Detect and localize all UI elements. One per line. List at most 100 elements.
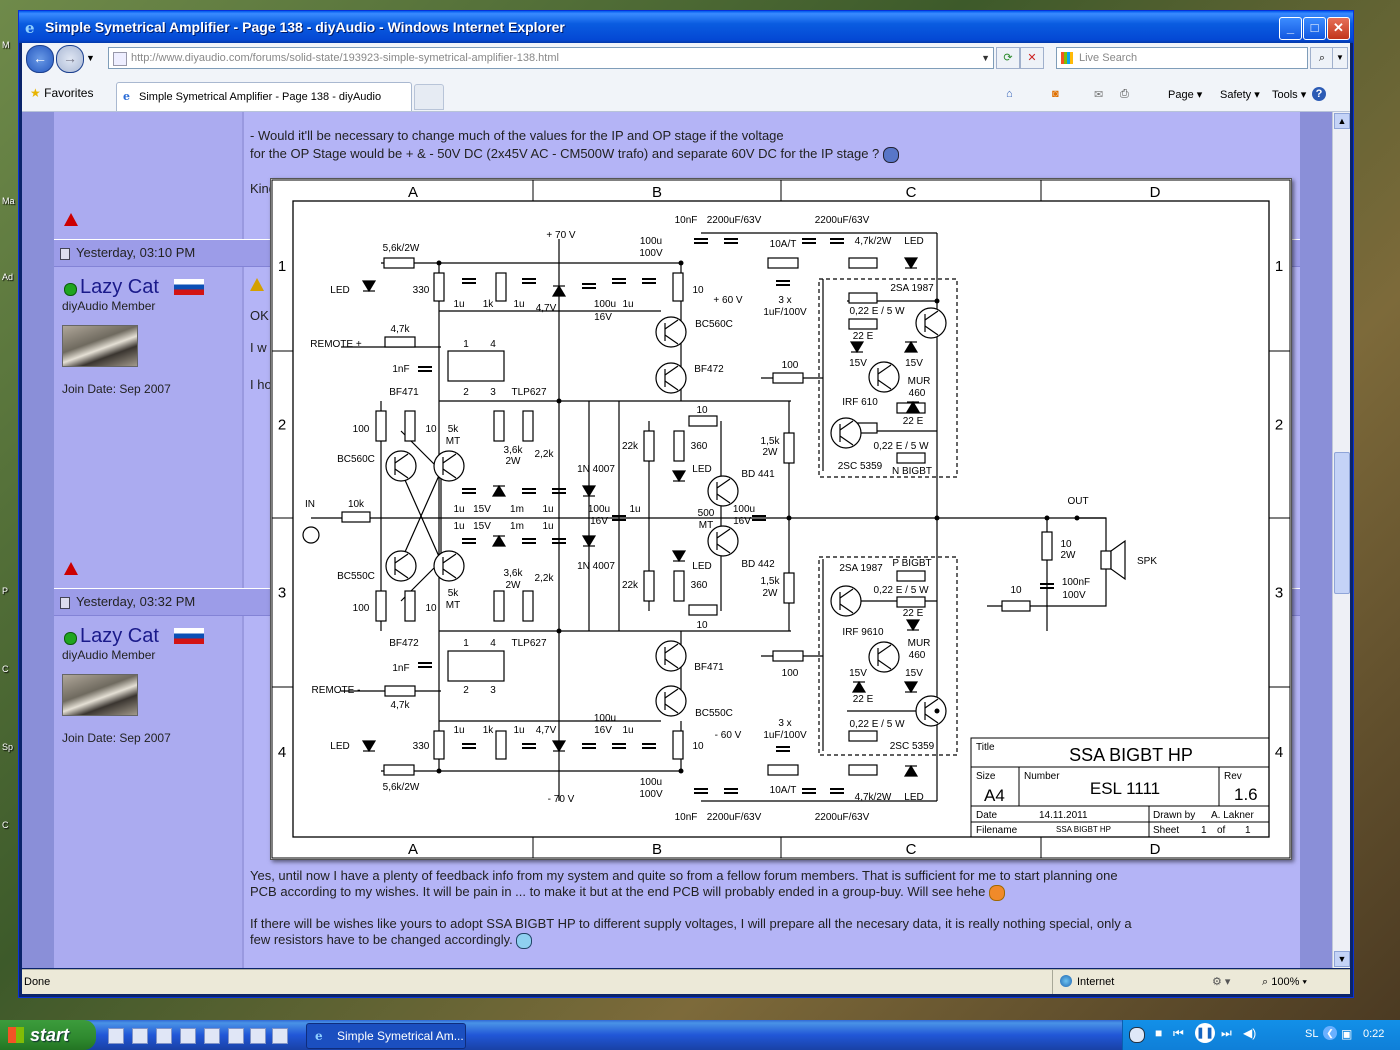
component-label: 2W: [506, 456, 522, 467]
transistor: [868, 641, 900, 673]
username-link[interactable]: Lazy Cat: [80, 625, 159, 647]
quicklaunch-app-icon[interactable]: [156, 1028, 172, 1044]
stop-icon[interactable]: ✕: [1020, 47, 1044, 69]
report-post-icon[interactable]: [64, 213, 78, 226]
component-label: 15V: [849, 358, 867, 369]
component-label: 2W: [1061, 550, 1077, 561]
minimize-button[interactable]: _: [1279, 17, 1302, 40]
avatar[interactable]: [62, 325, 138, 367]
network-icon[interactable]: ▣: [1341, 1027, 1353, 1041]
component-label: 1u: [622, 725, 633, 736]
favorites-button[interactable]: ★ Favorites: [30, 86, 93, 100]
scrollbar-thumb[interactable]: [1334, 452, 1350, 594]
scroll-up-icon[interactable]: ▲: [1334, 113, 1350, 129]
next-track-icon[interactable]: ⏭: [1221, 1026, 1232, 1040]
stop-media-icon[interactable]: ■: [1155, 1026, 1163, 1040]
schematic-title: SSA BIGBT HP: [1069, 745, 1193, 765]
component-label: TLP627: [511, 638, 546, 649]
transistor: [385, 550, 417, 582]
date-value: 14.11.2011: [1039, 810, 1088, 821]
close-button[interactable]: ✕: [1327, 17, 1350, 40]
title-bar[interactable]: e Simple Symetrical Amplifier - Page 138…: [19, 11, 1353, 43]
search-button-icon[interactable]: ⌕: [1310, 47, 1334, 69]
quicklaunch-folder-icon[interactable]: [132, 1028, 148, 1044]
safety-menu[interactable]: Safety ▾: [1220, 89, 1260, 101]
refresh-icon[interactable]: ⟳: [996, 47, 1020, 69]
desktop-icon[interactable]: Ma: [2, 196, 15, 206]
tools-menu[interactable]: Tools ▾: [1272, 89, 1307, 101]
component-label: LED: [330, 285, 349, 296]
post-text: I ho: [250, 377, 272, 392]
media-player-icon[interactable]: [1129, 1027, 1145, 1043]
desktop-icon[interactable]: C: [2, 664, 9, 674]
post-text: If there will be wishes like yours to ad…: [250, 916, 1132, 931]
transistor-lead: [716, 493, 731, 504]
zoom-level[interactable]: ⌕ 100% ▾: [1262, 976, 1308, 988]
help-icon[interactable]: ?: [1312, 87, 1326, 101]
size-value: A4: [984, 786, 1005, 805]
tray-expand-icon[interactable]: ❮: [1323, 1026, 1337, 1040]
quicklaunch-app-icon[interactable]: [180, 1028, 196, 1044]
volume-icon[interactable]: ◀): [1243, 1026, 1257, 1040]
language-indicator[interactable]: SL: [1305, 1028, 1319, 1040]
component-label: 3: [490, 387, 496, 398]
column-divider: [242, 112, 244, 968]
recent-pages-dropdown-icon[interactable]: ▼: [86, 53, 95, 63]
address-url[interactable]: http://www.diyaudio.com/forums/solid-sta…: [131, 52, 559, 64]
mail-icon[interactable]: ✉: [1094, 89, 1104, 101]
security-zone[interactable]: Internet: [1077, 976, 1115, 988]
component-label: 10k: [348, 499, 365, 510]
search-input[interactable]: Live Search: [1056, 47, 1308, 69]
print-icon[interactable]: ⎙: [1120, 88, 1129, 100]
new-tab-button[interactable]: [414, 84, 444, 110]
transistor: [830, 585, 862, 617]
wire: [400, 430, 442, 602]
home-icon[interactable]: ⌂: [1006, 88, 1013, 100]
component-label: 1k: [483, 299, 495, 310]
column-label: A: [408, 841, 418, 858]
transistor-lead: [442, 568, 457, 579]
pause-icon[interactable]: ❚❚: [1195, 1023, 1215, 1043]
feeds-icon[interactable]: ◙: [1052, 88, 1059, 100]
component-label: LED: [330, 741, 349, 752]
address-bar[interactable]: http://www.diyaudio.com/forums/solid-sta…: [108, 47, 994, 69]
report-post-icon[interactable]: [64, 562, 78, 575]
quicklaunch-ie-icon[interactable]: [108, 1028, 124, 1044]
vertical-scrollbar[interactable]: ▲ ▼: [1332, 112, 1350, 968]
junction-dot: [1044, 515, 1050, 521]
desktop-icon[interactable]: Sp: [2, 742, 14, 752]
desktop-icon[interactable]: Ad: [2, 272, 14, 282]
clock[interactable]: 0:22: [1363, 1028, 1385, 1040]
avatar[interactable]: [62, 674, 138, 716]
protected-mode-icon[interactable]: ⚙ ▾: [1212, 976, 1231, 988]
desktop-icon[interactable]: M: [2, 40, 10, 50]
transistor-lead: [716, 528, 731, 539]
desktop-icon[interactable]: C: [2, 820, 9, 830]
address-dropdown-icon[interactable]: ▼: [981, 53, 990, 63]
component-label: 360: [691, 441, 708, 452]
component-label: BF471: [694, 662, 724, 673]
diode: [851, 680, 867, 693]
start-button[interactable]: start: [0, 1020, 96, 1050]
search-options-icon[interactable]: ▼: [1332, 47, 1348, 69]
maximize-button[interactable]: □: [1303, 17, 1326, 40]
back-button[interactable]: ←: [26, 45, 54, 73]
component-label: 1N 4007: [577, 561, 615, 572]
previous-track-icon[interactable]: ⏮: [1173, 1026, 1184, 1040]
component-label: 460: [909, 388, 926, 399]
quicklaunch-app-icon[interactable]: [272, 1028, 288, 1044]
forward-button[interactable]: →: [56, 45, 84, 73]
quicklaunch-app-icon[interactable]: [228, 1028, 244, 1044]
page-menu[interactable]: Page ▾: [1168, 89, 1203, 101]
resistor: [1001, 600, 1031, 612]
resistor: [404, 410, 416, 442]
schematic-components: [302, 238, 1126, 794]
scroll-down-icon[interactable]: ▼: [1334, 951, 1350, 967]
username-link[interactable]: Lazy Cat: [80, 276, 159, 298]
quicklaunch-media-icon[interactable]: [204, 1028, 220, 1044]
quicklaunch-app-icon[interactable]: [250, 1028, 266, 1044]
desktop-icon[interactable]: P: [2, 586, 9, 596]
